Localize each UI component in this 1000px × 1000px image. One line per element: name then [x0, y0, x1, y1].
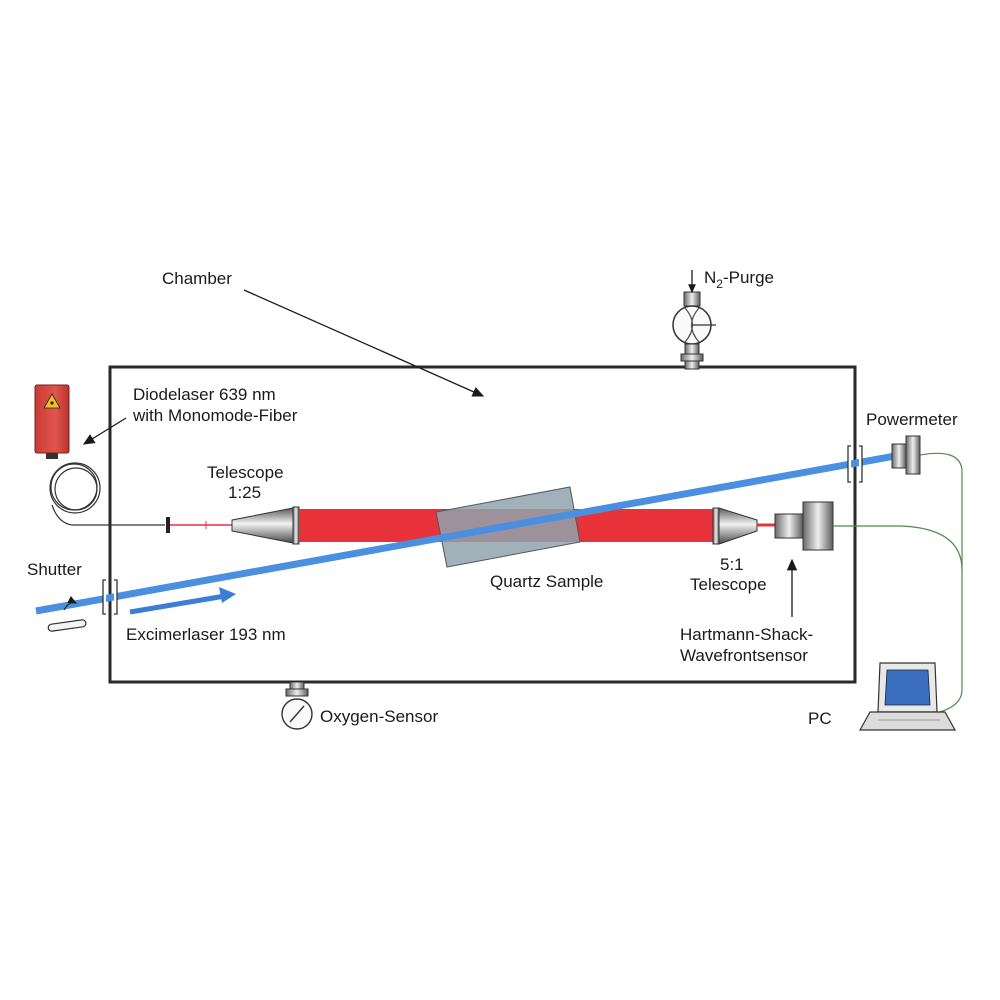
fiber-coil [49, 462, 165, 526]
hartmann-shack-sensor [774, 501, 834, 551]
hartmann-label-line1: Hartmann-Shack- [680, 625, 813, 644]
powermeter-cable [919, 452, 963, 713]
telescope-right-label-line1: 5:1 [720, 555, 744, 574]
diode-laser [34, 384, 70, 459]
diodelaser-pointer [82, 417, 127, 445]
hartmann-label-line2: Wavefrontsensor [680, 646, 808, 665]
powermeter [891, 435, 921, 475]
right-window [847, 445, 863, 483]
n2-purge-label: N2-Purge [704, 268, 774, 291]
telescope-right-label-line2: Telescope [690, 575, 767, 594]
telescope-left-label-line1: Telescope [207, 463, 284, 482]
blue-beam [35, 452, 896, 615]
chamber-pointer [243, 289, 485, 397]
excimer-direction-arrow [129, 593, 226, 615]
n2-purge-valve [672, 291, 716, 370]
shutter [47, 596, 87, 632]
powermeter-label: Powermeter [866, 410, 958, 429]
excimer-arrow-head [219, 587, 236, 603]
diodelaser-label-line2: with Monomode-Fiber [132, 406, 298, 425]
quartz-sample-label: Quartz Sample [490, 572, 603, 591]
left-window [102, 579, 118, 615]
pc-laptop [858, 662, 957, 731]
oxygen-sensor-label: Oxygen-Sensor [320, 707, 438, 726]
telescope-left [231, 506, 300, 545]
excimerlaser-label: Excimerlaser 193 nm [126, 625, 286, 644]
shutter-label: Shutter [27, 560, 82, 579]
telescope-left-label-line2: 1:25 [228, 483, 261, 502]
diodelaser-label-line1: Diodelaser 639 nm [133, 385, 276, 404]
fiber-end [166, 517, 170, 533]
pc-label: PC [808, 709, 832, 728]
chamber-label: Chamber [162, 269, 232, 288]
telescope-right [712, 507, 758, 545]
sensor-cable [833, 525, 963, 571]
oxygen-sensor [281, 681, 313, 730]
